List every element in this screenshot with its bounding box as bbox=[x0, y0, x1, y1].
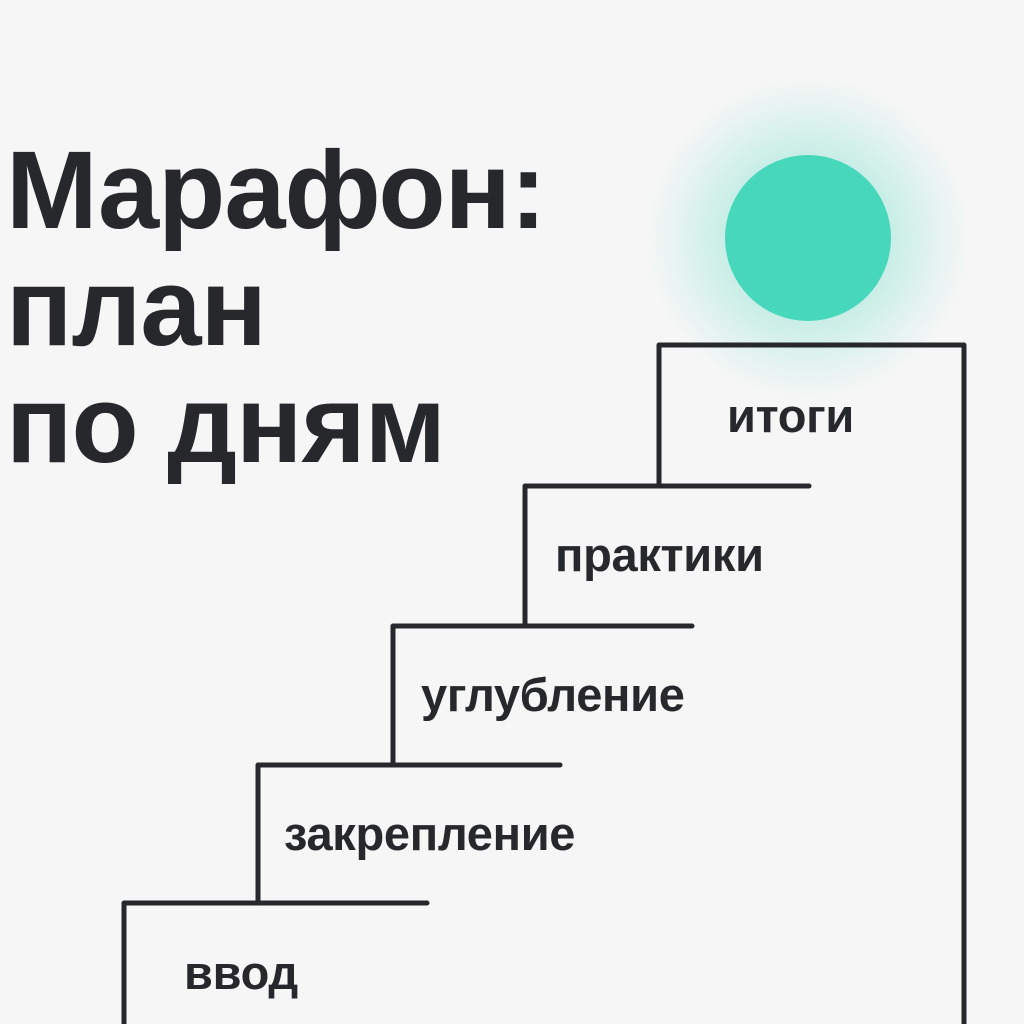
step-4-label: практики bbox=[555, 528, 764, 581]
title-line-3: по дням bbox=[6, 363, 446, 486]
step-3-label: углубление bbox=[421, 668, 685, 721]
page-title: Марафон: план по дням bbox=[6, 129, 547, 486]
step-2-label: закрепление bbox=[284, 807, 576, 860]
sun-circle-icon bbox=[725, 155, 891, 321]
title-line-2: план bbox=[6, 246, 267, 369]
step-1-label: ввод bbox=[184, 946, 298, 999]
step-2-outline bbox=[255, 762, 563, 906]
step-5-outline bbox=[656, 342, 967, 1024]
step-5-label: итоги bbox=[727, 389, 854, 442]
step-1-outline bbox=[121, 900, 430, 1024]
step-3-outline bbox=[390, 623, 695, 768]
step-4-outline bbox=[522, 483, 812, 629]
title-line-1: Марафон: bbox=[6, 129, 547, 252]
